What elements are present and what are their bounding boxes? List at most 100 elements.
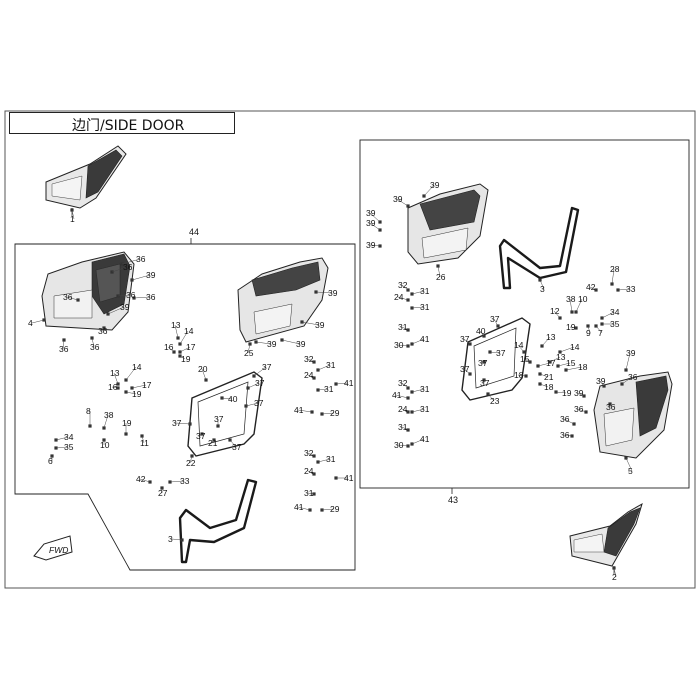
callout-l_misc_11: 11 — [140, 438, 149, 448]
leader-l_lock_16 — [111, 386, 119, 389]
leader-l_bot_42 — [139, 478, 151, 483]
leader-r_parts_19a — [569, 326, 577, 329]
callout-l_latch2_24: 24 — [304, 466, 314, 476]
leader-r_latch2_30 — [397, 444, 409, 447]
callout-l_frame_40: 40 — [228, 394, 238, 404]
right-door-seal — [498, 206, 580, 290]
callout-l_lock_17: 17 — [142, 380, 152, 390]
leader-l_misc_35 — [55, 446, 69, 449]
callout-l_panel_39a: 39 — [328, 288, 338, 298]
callout-l_bot_42: 42 — [136, 474, 146, 484]
callout-r_hinge_17: 17 — [546, 358, 556, 368]
leader-r_panel_39c — [369, 212, 381, 223]
leader-r_door_39c — [577, 392, 585, 397]
leader-r_latch_31b — [411, 306, 425, 309]
callout-r_hinge_14a: 14 — [514, 340, 524, 350]
leader-r_door_36e — [563, 434, 573, 437]
callout-r_hinge_15a: 15 — [520, 354, 530, 364]
callout-r_door_39b: 39 — [596, 376, 606, 386]
callout-l_latch2_31a: 31 — [326, 454, 336, 464]
callout-l_misc_35: 35 — [64, 442, 74, 452]
leader-r_door_5 — [625, 457, 633, 472]
callout-r_latch2_30: 30 — [394, 440, 404, 450]
callout-l_latch2_32: 32 — [304, 448, 314, 458]
leader-r_frame_37d — [481, 361, 485, 364]
leader-l_frame_37c — [245, 402, 259, 407]
callout-r_door_36c: 36 — [606, 402, 616, 412]
fwd-label: FWD — [49, 545, 68, 555]
callout-r_hinge_13b: 13 — [556, 352, 566, 362]
leader-r_frame_40 — [479, 330, 485, 337]
left-inner-panel — [237, 257, 329, 343]
callout-l_door_36d: 36 — [63, 292, 73, 302]
leader-l_hinge_19 — [179, 355, 186, 360]
callout-r_latch2_31a: 31 — [420, 384, 430, 394]
leader-r_hinge_18b — [565, 366, 583, 371]
assembly-label-43: 43 — [448, 495, 458, 505]
leader-r_latch_41 — [411, 338, 425, 345]
leader-l_latch_31b — [317, 388, 329, 391]
callout-r_hinge_18c: 18 — [544, 382, 554, 392]
right-door-frame — [461, 317, 531, 401]
leader-r_latch_31a — [411, 290, 425, 295]
callout-l_panel_39c: 39 — [296, 339, 306, 349]
leader-l_latch2_24 — [307, 470, 315, 475]
leader-l_frame_37e — [199, 433, 203, 437]
callout-r_panel_39e: 39 — [366, 240, 376, 250]
leader-r_latch2_32 — [401, 382, 409, 389]
leader-l_latch_41a — [335, 382, 349, 385]
leader-r_latch2_41b — [411, 438, 425, 445]
callout-r_latch2_41b: 41 — [420, 434, 430, 444]
left-group-outline — [14, 243, 356, 571]
leader-l_latch_29 — [321, 412, 335, 415]
leader-l_panel_39d — [255, 341, 272, 345]
callout-l_frame_37d: 37 — [172, 418, 182, 428]
leader-r_parts_10 — [575, 298, 583, 313]
callout-l_latch_41b: 41 — [294, 405, 304, 415]
leader-l_hinge_17 — [179, 346, 191, 353]
leader-l_hinge_13 — [174, 324, 179, 339]
leader-r_latch2_24 — [401, 408, 409, 413]
leader-r_hinge_18a — [517, 374, 527, 377]
callout-l_hinge_14: 14 — [184, 326, 194, 336]
callout-r_parts_7: 7 — [598, 328, 603, 338]
callout-l_door_39a: 39 — [146, 270, 156, 280]
leader-r_panel_39d — [369, 222, 381, 231]
callout-l_lock_19: 19 — [132, 389, 142, 399]
callout-r_frame_23: 23 — [490, 396, 500, 406]
callout-l_bot_27: 27 — [158, 488, 168, 498]
leader-r_door_36d — [563, 418, 575, 425]
leader-r_latch_30 — [397, 344, 409, 347]
left-door-assembly — [41, 251, 135, 331]
leader-r_parts_33 — [617, 288, 631, 291]
leader-l_panel_39b — [301, 321, 320, 326]
callout-l_latch2_29: 29 — [330, 504, 340, 514]
callout-l_door_36g: 36 — [126, 290, 136, 300]
callout-r_latch2_41a: 41 — [392, 390, 402, 400]
leader-r_hinge_13b — [549, 356, 561, 363]
leader-l_misc_34 — [55, 436, 69, 441]
callout-r_hinge_13: 13 — [546, 332, 556, 342]
leader-l_latch2_29 — [321, 508, 335, 511]
leader-r_door_39a — [625, 352, 631, 371]
callout-l_latch2_41a: 41 — [344, 473, 354, 483]
callout-r_door_39a: 39 — [626, 348, 636, 358]
leader-l_lock_19 — [125, 391, 137, 395]
callout-r_panel_39c: 39 — [366, 208, 376, 218]
callout-r_frame_37a: 37 — [490, 314, 500, 324]
leader-l_frame_37d — [175, 422, 191, 425]
leader-r_hinge_19 — [555, 391, 567, 394]
leader-r_latch2_31b — [411, 408, 425, 413]
leader-l_latch2_31b — [307, 492, 315, 495]
callout-r_latch2_24: 24 — [398, 404, 408, 414]
callout-l_hinge_19: 19 — [181, 354, 191, 364]
callout-r_panel_26: 26 — [436, 272, 446, 282]
leader-l_door_36d — [66, 296, 79, 301]
leader-l_frame_40 — [221, 397, 233, 400]
callout-l_door_4: 4 — [28, 318, 33, 328]
callout-r_parts_19a: 19 — [566, 322, 576, 332]
leader-l_latch2_31a — [317, 458, 331, 463]
callout-r_latch_31a: 31 — [420, 286, 430, 296]
leader-l_panel_25 — [247, 343, 251, 354]
